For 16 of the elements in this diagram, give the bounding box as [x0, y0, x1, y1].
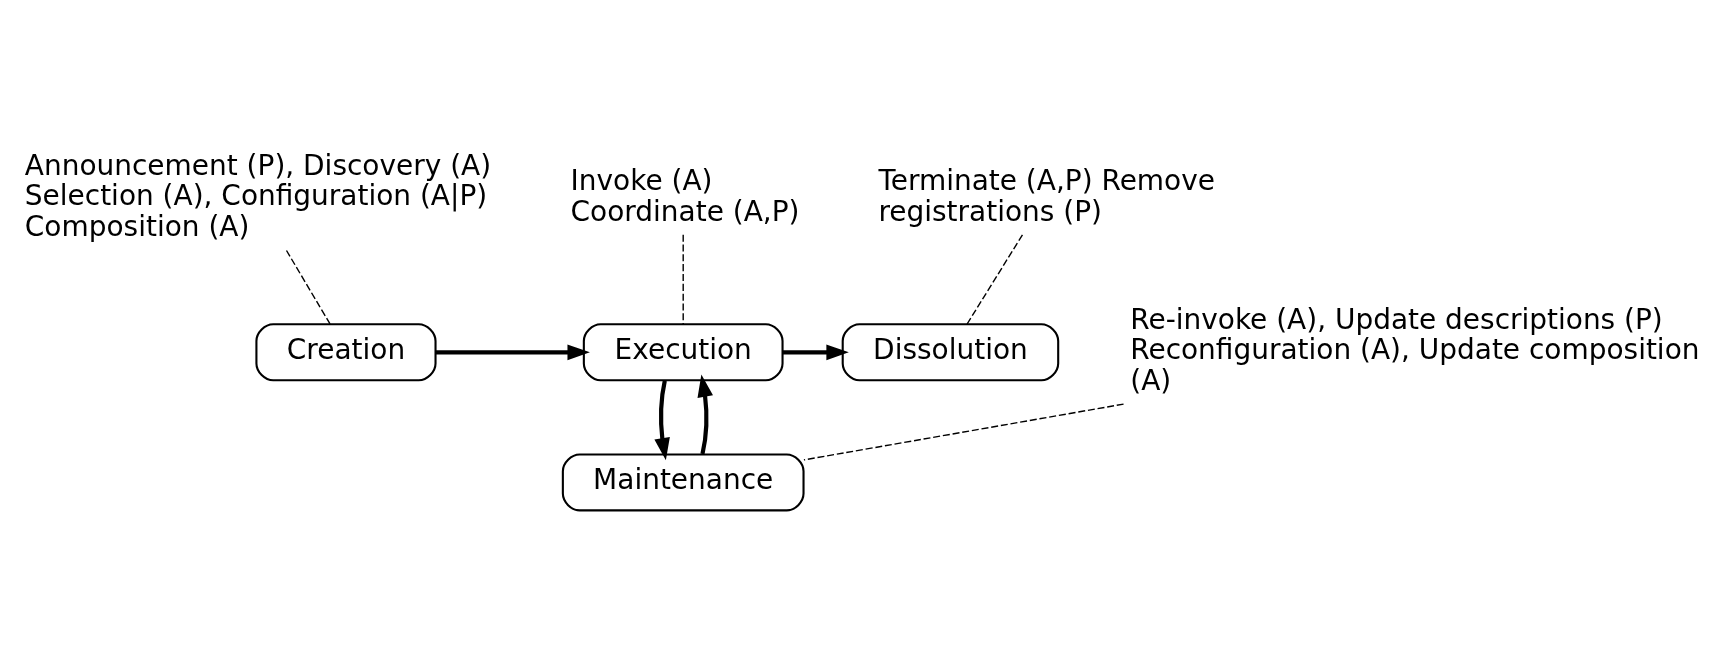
arrow — [654, 380, 670, 461]
node-text: Re-invoke (A), Update descriptions (P) Reconfiguration (A), Update composition (A) — [1130, 302, 1700, 398]
connector — [285, 249, 331, 325]
node-box: Creation — [255, 323, 437, 382]
node-text: Announcement (P), Discovery (A) Selection (A), Configuration (A|P) Composition (A) — [24, 148, 492, 244]
node-box: Maintenance — [561, 453, 805, 512]
connector — [803, 403, 1125, 461]
node-box: Dissolution — [841, 323, 1060, 382]
arrow — [782, 344, 849, 361]
node-box: Execution — [582, 323, 784, 382]
node-text: Invoke (A) Coordinate (A,P) — [570, 163, 800, 228]
connector — [682, 234, 684, 325]
arrow — [697, 374, 713, 455]
connector — [966, 234, 1024, 325]
node-text: Terminate (A,P) Remove registrations (P) — [878, 163, 1215, 228]
arrow — [435, 344, 590, 361]
